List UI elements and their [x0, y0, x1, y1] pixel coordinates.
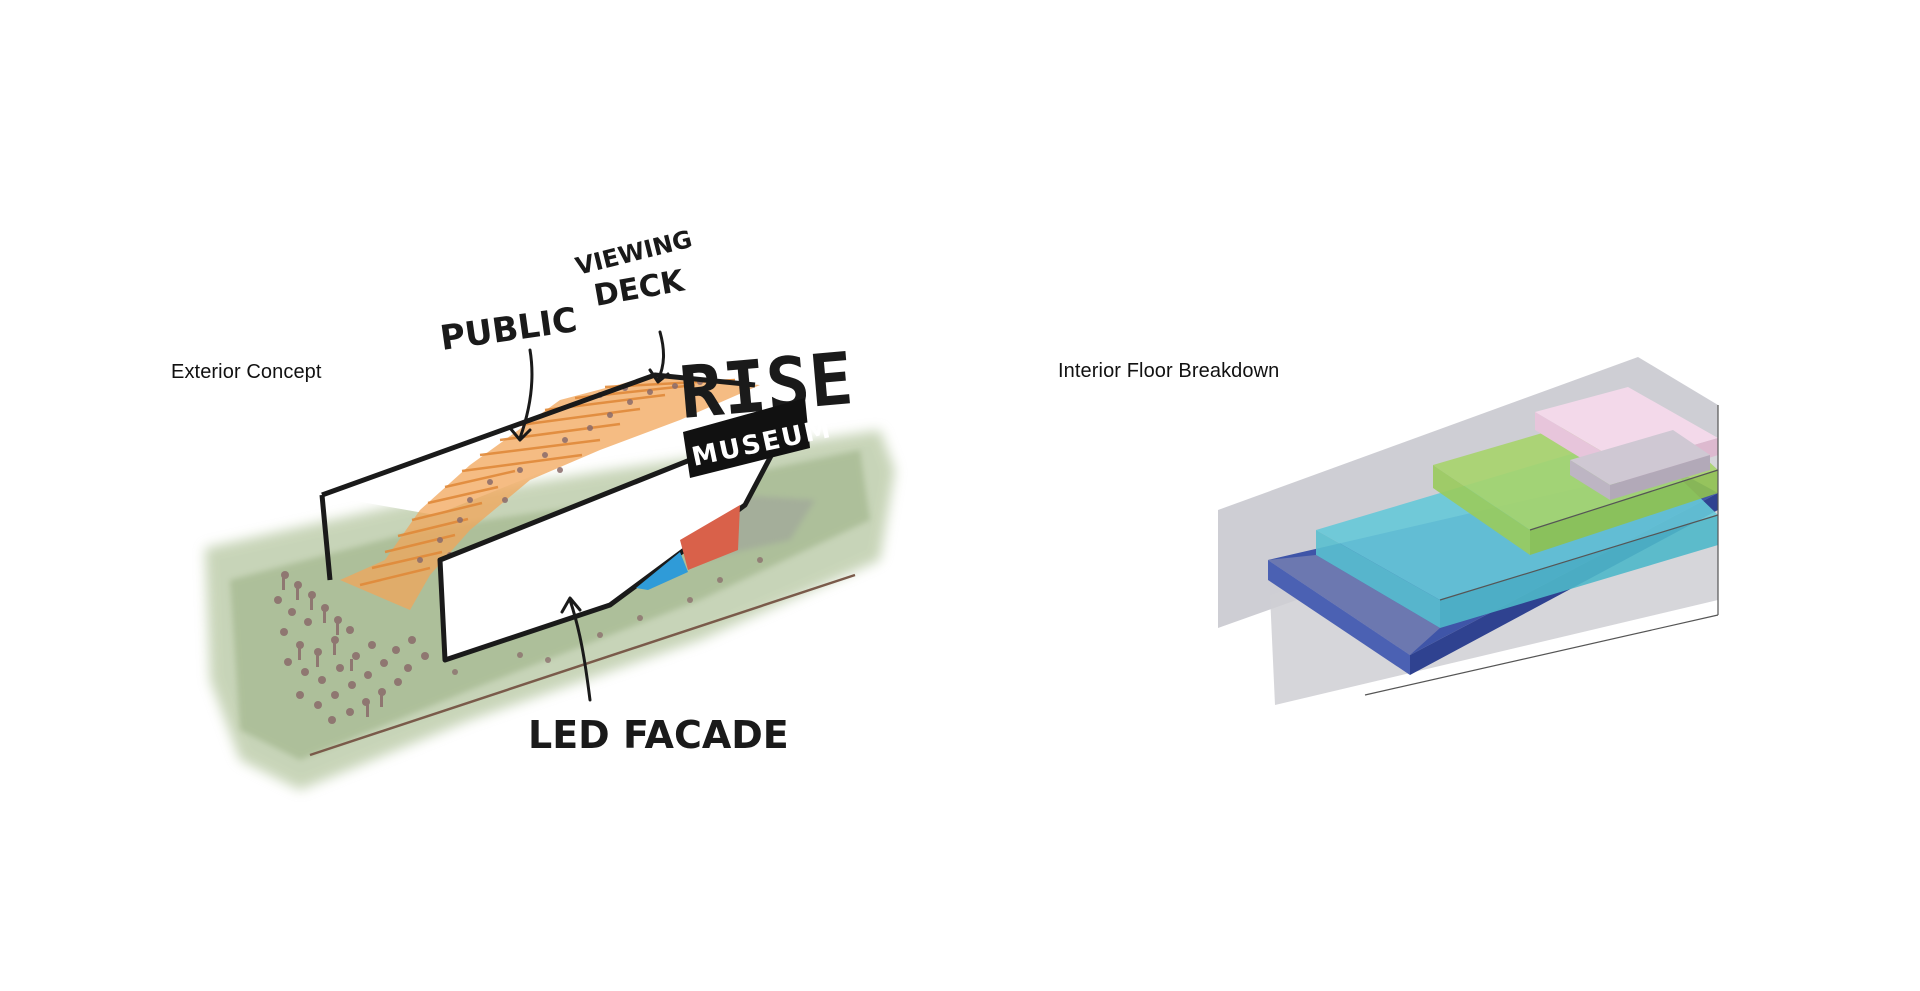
- ground-line: [309, 573, 856, 757]
- diagram-outline: [1364, 405, 1719, 696]
- level-4-inner-volume: [1570, 430, 1710, 500]
- public-arrow: [508, 348, 534, 442]
- viewing-deck-arrow: [648, 330, 670, 384]
- building-left-edge: [319, 494, 333, 581]
- crowd-left: [274, 571, 429, 724]
- level-overlay: [1268, 555, 1440, 655]
- facade-blue-strip: [636, 552, 688, 590]
- led-facade-arrow: [560, 596, 592, 702]
- led-facade-label: LED FACADE: [528, 713, 789, 757]
- logo-banner: [683, 398, 810, 478]
- interior-floor-breakdown-title: Interior Floor Breakdown: [1058, 360, 1280, 382]
- exterior-concept-title: Exterior Concept: [171, 361, 322, 383]
- facade-red-strip: [680, 505, 740, 570]
- crowd-path: [452, 557, 763, 675]
